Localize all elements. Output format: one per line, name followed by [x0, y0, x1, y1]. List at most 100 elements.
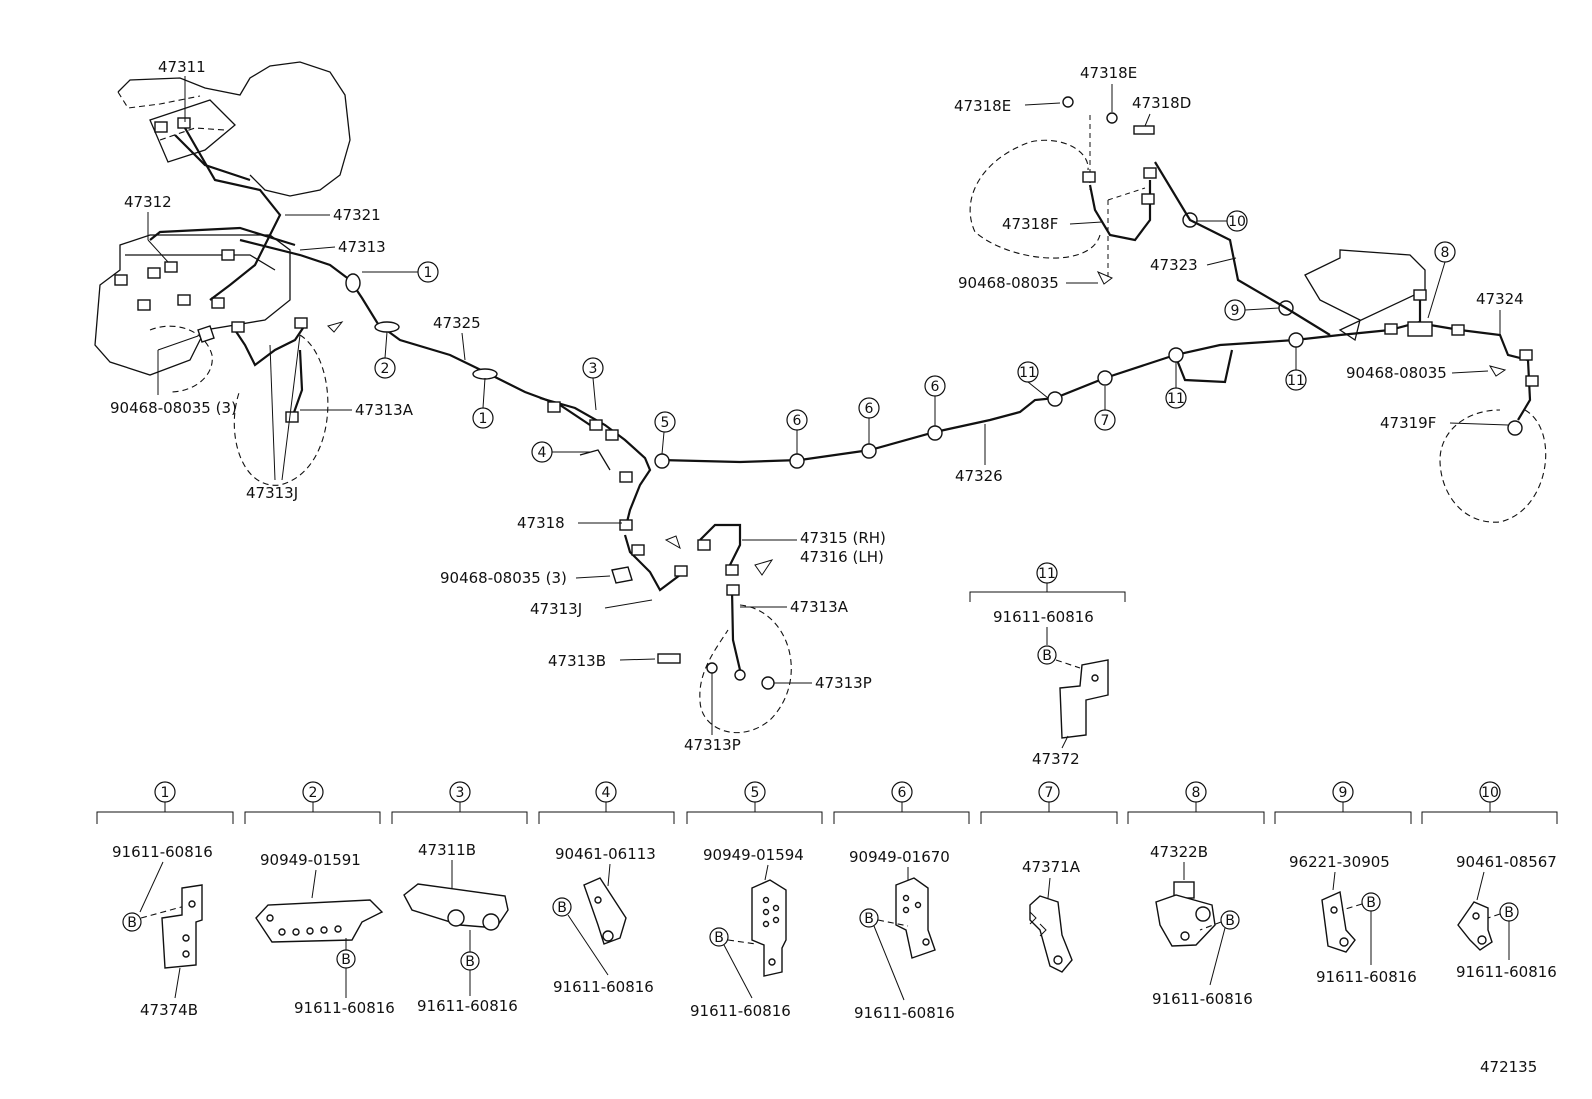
- detail-6-callout: 6: [898, 785, 907, 801]
- detail-5-bolt: 91611-60816: [690, 1002, 791, 1020]
- label-47318D: 47318D: [1132, 94, 1191, 112]
- detail-1-bolt: 91611-60816: [112, 843, 213, 861]
- callout-11: 11: [1019, 365, 1037, 381]
- detail-4-callout: 4: [602, 785, 611, 801]
- callout-11: 11: [1287, 373, 1305, 389]
- detail-2-part: 90949-01591: [260, 851, 361, 869]
- callout-5: 5: [661, 415, 670, 431]
- detail-4: 4 90461-06113 B 91611-60816: [538, 781, 675, 996]
- detail-3-bolt: 91611-60816: [417, 997, 518, 1015]
- label-47313B: 47313B: [548, 652, 606, 670]
- label-47318E: 47318E: [954, 97, 1011, 115]
- detail-1-callout: 1: [161, 785, 170, 801]
- label-47316-lh: 47316 (LH): [800, 548, 884, 566]
- junction-area: [539, 396, 652, 531]
- detail-10-bolt: 91611-60816: [1456, 963, 1557, 981]
- label-47313A: 47313A: [355, 401, 414, 419]
- main-callouts: 1 2 1 3 4 5 6 6 6 11 7 11 11: [362, 210, 1456, 463]
- b-marker: B: [557, 900, 567, 916]
- callout-4: 4: [538, 445, 547, 461]
- callout-circle: [417, 261, 439, 283]
- label-47319F: 47319F: [1380, 414, 1436, 432]
- label-47318F: 47318F: [1002, 215, 1058, 233]
- detail-9-callout: 9: [1339, 785, 1348, 801]
- brake-booster: [117, 61, 351, 197]
- detail-6-bolt: 91611-60816: [854, 1004, 955, 1022]
- label-90468-08035: 90468-08035: [958, 274, 1059, 292]
- label-47313: 47313: [338, 238, 386, 256]
- detail-1: 1 91611-60816 B 47374B: [96, 781, 234, 1019]
- label-47312: 47312: [124, 193, 172, 211]
- detail-2-bolt: 91611-60816: [294, 999, 395, 1017]
- detail-row: 1 91611-60816 B 47374B 2 90949-01591: [96, 781, 1558, 1022]
- label-47313J: 47313J: [246, 484, 298, 502]
- b-marker: B: [1042, 648, 1052, 664]
- label-47371A: 47371A: [1022, 858, 1081, 876]
- b-marker: B: [1366, 895, 1376, 911]
- rear-right-lines: [969, 96, 1331, 336]
- clip-node: [472, 368, 498, 380]
- detail-5: 5 90949-01594 B 91611-60816: [686, 781, 823, 1020]
- label-47313P: 47313P: [815, 674, 872, 692]
- front-left-brake-lines: [149, 127, 591, 426]
- label-47313A-center: 47313A: [790, 598, 849, 616]
- label-47318: 47318: [517, 514, 565, 532]
- detail-9-part: 96221-30905: [1289, 853, 1390, 871]
- detail-3: 3 47311B B 91611-60816: [391, 781, 528, 1015]
- detail-10-part: 90461-08567: [1456, 853, 1557, 871]
- label-90468-08035-3: 90468-08035 (3): [110, 399, 237, 417]
- detail-6: 6 90949-01670 B 91611-60816: [833, 781, 970, 1022]
- detail-10-callout: 10: [1481, 785, 1499, 801]
- detail-4-bolt: 91611-60816: [553, 978, 654, 996]
- detail-11-callout: 11: [1038, 566, 1056, 582]
- callout-10: 10: [1228, 214, 1246, 230]
- callout-3: 3: [589, 361, 598, 377]
- callout-9: 9: [1231, 303, 1240, 319]
- abs-actuator-block: [94, 117, 291, 393]
- b-marker: B: [1504, 905, 1514, 921]
- detail-5-callout: 5: [751, 785, 760, 801]
- callout-1: 1: [424, 265, 433, 281]
- detail-8: 8 47322B B 91611-60816: [1127, 781, 1265, 1008]
- label-47313P-lower: 47313P: [684, 736, 741, 754]
- detail-9: 9 96221-30905 B 91611-60816: [1274, 781, 1417, 986]
- label-47322B: 47322B: [1150, 843, 1208, 861]
- detail-11-bolt: 91611-60816: [993, 608, 1094, 626]
- label-47325: 47325: [433, 314, 481, 332]
- b-marker: B: [127, 915, 137, 931]
- label-47321: 47321: [333, 206, 381, 224]
- label-90468-08035-3-center: 90468-08035 (3): [440, 569, 567, 587]
- detail-10: 10 90461-08567 B 91611-60816: [1421, 781, 1558, 981]
- label-90468-08035-rear: 90468-08035: [1346, 364, 1447, 382]
- label-47313J-center: 47313J: [530, 600, 582, 618]
- rear-left-lines: [1384, 289, 1547, 523]
- detail-8-bolt: 91611-60816: [1152, 990, 1253, 1008]
- b-marker: B: [864, 911, 874, 927]
- front-left-hose: [197, 317, 344, 486]
- clip-node: [374, 321, 400, 333]
- callout-6: 6: [931, 379, 940, 395]
- label-47374B: 47374B: [140, 1001, 198, 1019]
- main-rear-brake-line: [654, 212, 1421, 469]
- callout-6: 6: [793, 413, 802, 429]
- label-47326: 47326: [955, 467, 1003, 485]
- label-47372: 47372: [1032, 750, 1080, 768]
- callout-6: 6: [865, 401, 874, 417]
- main-part-labels: 47311 47312 47321 47313 47325 47313A 904…: [110, 58, 1524, 754]
- callout-7: 7: [1101, 413, 1110, 429]
- callout-2: 2: [381, 361, 390, 377]
- detail-3-callout: 3: [456, 785, 465, 801]
- label-47315-rh: 47315 (RH): [800, 529, 886, 547]
- detail-8-callout: 8: [1192, 785, 1201, 801]
- detail-2-callout: 2: [309, 785, 318, 801]
- b-marker: B: [341, 952, 351, 968]
- rear-center-hoses: [611, 519, 792, 734]
- callout-1: 1: [479, 411, 488, 427]
- b-marker: B: [465, 954, 475, 970]
- callout-8: 8: [1441, 245, 1450, 261]
- detail-11: 11 91611-60816 B 47372: [969, 562, 1126, 768]
- detail-2: 2 90949-01591 B 91611-60816: [244, 781, 395, 1017]
- label-47323: 47323: [1150, 256, 1198, 274]
- b-marker: B: [1225, 913, 1235, 929]
